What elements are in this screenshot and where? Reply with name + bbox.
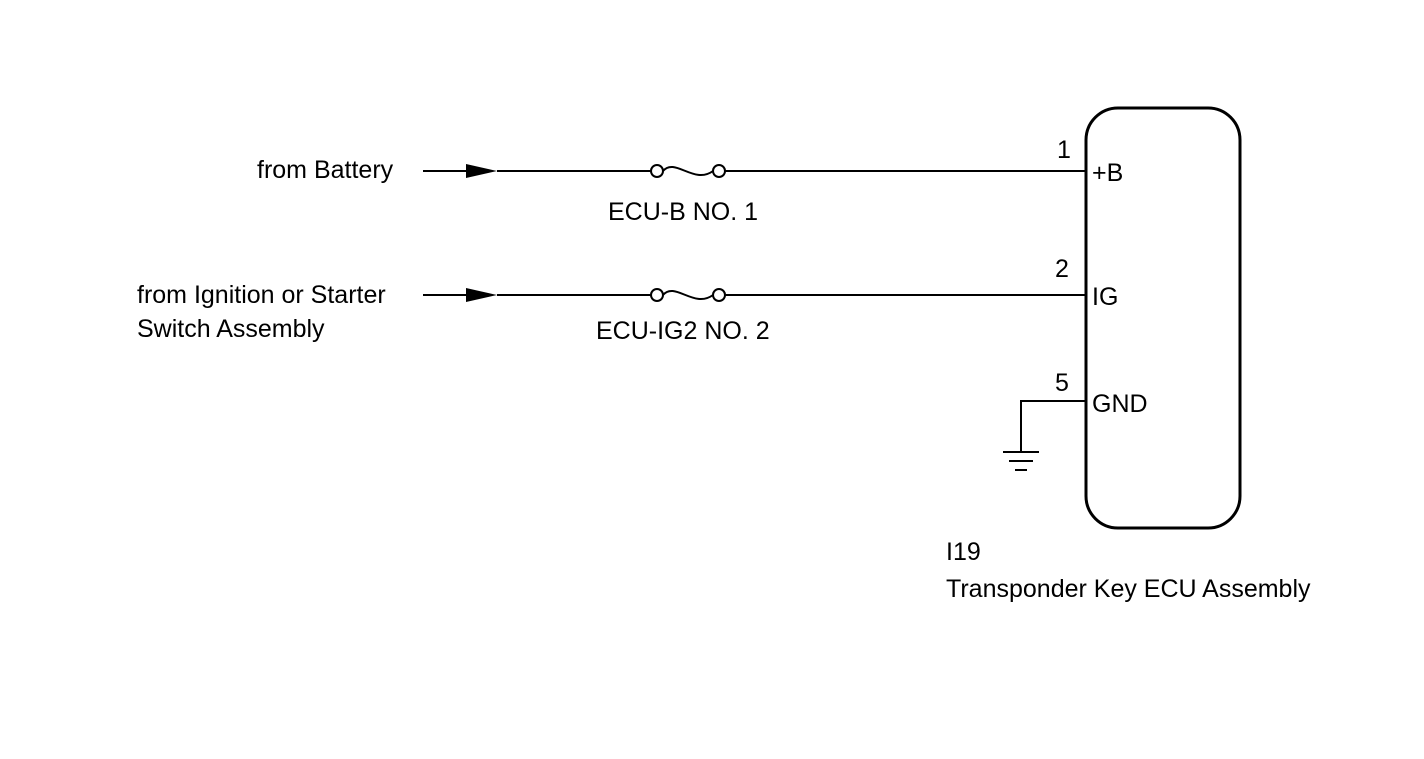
terminal-label-gnd: GND [1092,390,1148,418]
terminal-label-ig: IG [1092,283,1118,311]
source-label-ignition-line1: from Ignition or Starter [137,281,386,309]
circuit-battery: from Battery ECU-B NO. 1 1 +B [257,136,1123,226]
pin-number-5: 5 [1055,369,1069,397]
terminal-label-b: +B [1092,159,1123,187]
ecu-body [1084,106,1242,530]
ground-icon [1003,451,1039,471]
fuse-icon [650,164,726,178]
source-label-battery: from Battery [257,156,394,184]
wire-ground [1020,400,1086,452]
component-code: I19 [946,538,981,566]
fuse-label-ecu-ig2: ECU-IG2 NO. 2 [596,317,770,345]
fuse-icon [650,288,726,302]
component-name: Transponder Key ECU Assembly [946,575,1311,603]
pin-number-1: 1 [1057,136,1071,164]
arrow-right-icon [466,164,497,178]
pin-number-2: 2 [1055,255,1069,283]
source-label-ignition-line2: Switch Assembly [137,315,325,343]
circuit-ground: 5 GND [1003,369,1148,471]
circuit-ignition: from Ignition or Starter Switch Assembly… [137,255,1118,345]
arrow-right-icon [466,288,497,302]
fuse-label-ecu-b: ECU-B NO. 1 [608,198,758,226]
